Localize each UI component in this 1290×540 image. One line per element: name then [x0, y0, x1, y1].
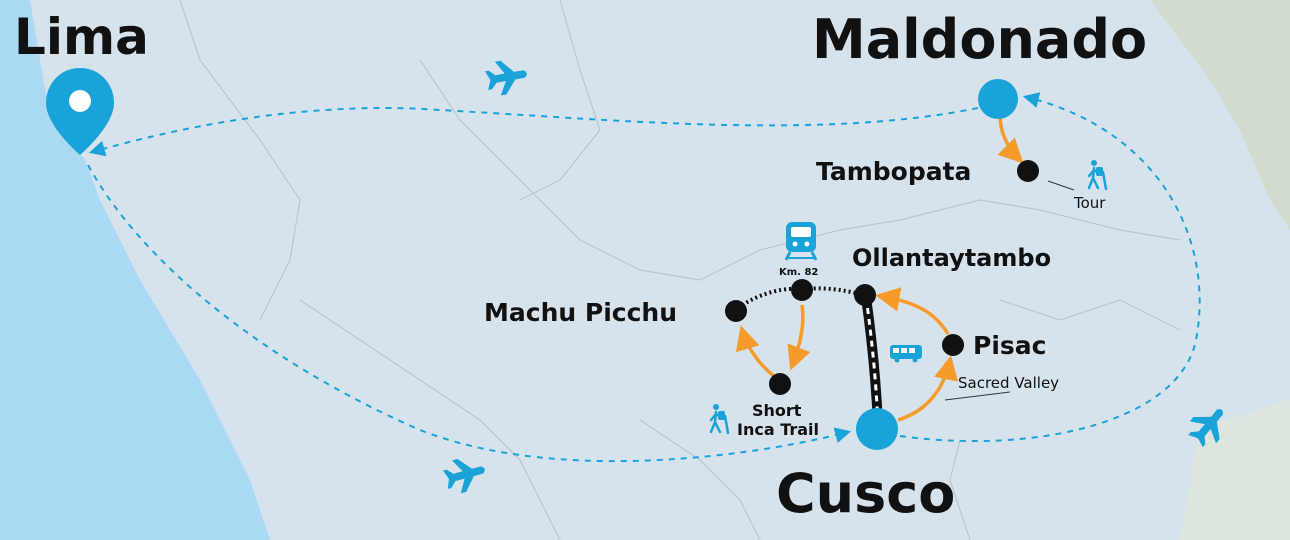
sacred-valley-label: Sacred Valley [958, 374, 1059, 392]
eastern-region [1150, 0, 1290, 230]
lima-label: Lima [14, 8, 149, 66]
region-borders [179, 0, 1181, 540]
maldonado-label: Maldonado [812, 8, 1147, 71]
km82-label: Km. 82 [779, 267, 818, 278]
hiker-icon [709, 404, 730, 435]
maldonado-marker [978, 79, 1018, 119]
map-pin-icon [46, 68, 114, 155]
bus-icon [890, 345, 922, 363]
tour-leader-line [1047, 180, 1075, 191]
local-routes [735, 114, 1024, 422]
cusco-marker [856, 408, 898, 450]
short-inca-trail-label-1: Short [752, 401, 802, 420]
pisac-marker [942, 334, 964, 356]
ollantaytambo-label: Ollantaytambo [852, 244, 1051, 272]
airplane-icon [440, 452, 490, 497]
tambopata-marker [1017, 160, 1039, 182]
hiker-icon [1087, 160, 1108, 191]
pacific-ocean [0, 0, 270, 540]
machu-picchu-label: Machu Picchu [484, 298, 677, 327]
train-icon [784, 222, 818, 261]
airplane-icon [483, 56, 530, 98]
short-inca-trail-marker [769, 373, 791, 395]
flight-routes [87, 92, 1201, 463]
ollantaytambo-marker [854, 284, 876, 306]
km82-marker [791, 279, 813, 301]
machu-picchu-marker [725, 300, 747, 322]
route-maldonado-lima [88, 107, 979, 157]
cusco-label: Cusco [776, 462, 955, 525]
tambopata-label: Tambopata [816, 157, 971, 186]
pisac-label: Pisac [973, 331, 1046, 360]
southeast-region [1180, 400, 1290, 540]
tour-label: Tour [1073, 194, 1106, 212]
sacred-valley-leader-line [944, 391, 1011, 401]
short-inca-trail-label-2: Inca Trail [737, 420, 819, 439]
